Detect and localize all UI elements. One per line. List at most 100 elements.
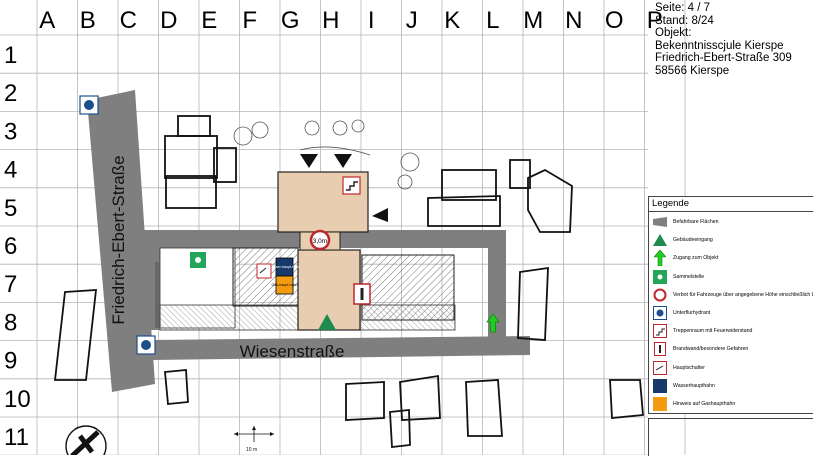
grid-column-label: G xyxy=(281,7,300,34)
grid-column-label: M xyxy=(523,7,543,34)
grid-row-label: 5 xyxy=(4,195,17,222)
access-arrow-icon xyxy=(653,250,667,267)
legend-item-label: Gebäudeeingang xyxy=(673,237,713,244)
legend-item-label: Zugang zum Objekt xyxy=(673,255,719,262)
road-wiesenstrasse xyxy=(152,336,530,360)
legend-item-label: Wasserhaupthahn xyxy=(673,382,715,389)
date-label: Stand: 8/24 xyxy=(655,14,714,27)
grid-row-label: 11 xyxy=(4,424,29,451)
page-number: Seite: 4 / 7 xyxy=(655,2,710,14)
object-street: Friedrich-Ebert-Straße 309 xyxy=(655,52,792,64)
legend-item-label: Befahrbare Flächen xyxy=(673,219,719,225)
legend-item-label: Verbot für Fahrzeuge über angegebene Höh… xyxy=(673,291,813,298)
grid-row-label: 2 xyxy=(4,80,17,107)
stairwell-icon xyxy=(342,176,361,195)
driveable-area-icon xyxy=(653,215,667,229)
legend-item: Unterflurhydrant xyxy=(653,304,813,322)
gas-valve-sign: Gas-haupt-hahn xyxy=(272,275,298,295)
grid-column-label: E xyxy=(201,7,217,34)
grid-column-label: N xyxy=(565,7,582,34)
legend-item-label: Treppenraum mit Feuerwiderstand xyxy=(673,328,753,335)
grid-column-label: P xyxy=(647,7,663,34)
entrance-arrows xyxy=(300,154,388,222)
north-arrow-icon xyxy=(65,425,107,455)
grid-row-label: 10 xyxy=(4,386,31,413)
grid-row-label: 1 xyxy=(4,42,17,69)
grid-row-label: 8 xyxy=(4,309,17,336)
height-restriction-label: 3,0m xyxy=(313,238,327,245)
grid-column-label: L xyxy=(486,7,499,34)
gas-valve-icon xyxy=(653,397,667,411)
building-entrance-icon xyxy=(318,314,336,330)
road-friedrich-ebert-strasse xyxy=(87,90,155,392)
grid-row-label: 4 xyxy=(4,157,17,184)
street-label-wiesenstrasse: Wiesenstraße xyxy=(240,342,345,361)
grid-column-label: D xyxy=(160,7,177,34)
legend-item: Hinweis auf Gashaupthahn xyxy=(653,395,813,413)
legend-footer-box xyxy=(648,418,813,456)
grid-column-label: B xyxy=(80,7,96,34)
legend-item-label: Hauptschalter xyxy=(673,364,706,371)
info-panel: Seite: 4 / 7 Stand: 8/24 Objekt: Bekennt… xyxy=(655,2,813,77)
legend-item: Gebäudeeingang xyxy=(653,231,813,249)
grid-column-label: I xyxy=(368,7,375,34)
scale-bar: 10 m xyxy=(234,426,274,453)
legend-item: Verbot für Fahrzeuge über angegebene Höh… xyxy=(653,286,813,304)
grid-row-label: 6 xyxy=(4,233,17,260)
grid-column-label: H xyxy=(322,7,339,34)
street-label-friedrich-ebert: Friedrich-Ebert-Straße xyxy=(109,155,128,324)
grid-column-label: J xyxy=(406,7,418,34)
legend-item: Hauptschalter xyxy=(653,359,813,377)
roads xyxy=(87,90,530,392)
grid-row-labels: 1 2 3 4 5 6 7 8 9 10 11 xyxy=(4,42,31,451)
outline-buildings xyxy=(53,115,644,448)
legend-item-label: Hinweis auf Gashaupthahn xyxy=(673,401,736,407)
firewall-icon xyxy=(653,342,667,357)
parking-marks xyxy=(155,262,159,328)
legend-item: Sammelstelle xyxy=(653,268,813,286)
legend-title: Legende xyxy=(649,197,813,212)
legend-item: Treppenraum mit Feuerwiderstand xyxy=(653,322,813,340)
hydrant-icon xyxy=(79,95,99,115)
assembly-point-icon xyxy=(653,269,667,284)
grid-column-label: F xyxy=(242,7,257,34)
grid-row-label: 9 xyxy=(4,348,17,375)
grid-column-label: K xyxy=(444,7,460,34)
main-switch-icon xyxy=(256,263,272,279)
legend-item-label: Brandwand/besondere Gefahren xyxy=(673,346,749,353)
object-city: 58566 Kierspe xyxy=(655,64,730,77)
water-valve-label: Wasser-haupt-hahn xyxy=(269,265,300,269)
stairwell-icon xyxy=(653,324,667,339)
legend-item-label: Sammelstelle xyxy=(673,273,705,280)
legend-item: Zugang zum Objekt xyxy=(653,249,813,267)
assembly-point-icon xyxy=(190,252,206,268)
object-name: Bekenntnisscjule Kierspe xyxy=(655,39,784,52)
road-east-drive xyxy=(488,230,506,340)
object-label: Objekt: xyxy=(655,27,692,39)
legend-item: Befahrbare Flächen xyxy=(653,213,813,231)
height-restriction-icon xyxy=(653,288,667,302)
hydrant-icon xyxy=(136,335,156,355)
grid-column-label: A xyxy=(39,7,55,34)
road-school-access xyxy=(142,230,500,330)
firewall-icon xyxy=(353,283,371,305)
legend-item: Wasserhaupthahn xyxy=(653,377,813,395)
main-switch-icon xyxy=(653,360,667,375)
grid-column-label: O xyxy=(605,7,624,34)
access-arrow-icon xyxy=(486,313,500,333)
grid-column-label: C xyxy=(120,7,137,34)
gas-valve-label: Gas-haupt-hahn xyxy=(272,283,298,287)
grid-row-label: 7 xyxy=(4,271,17,298)
scale-label: 10 m xyxy=(246,447,257,453)
height-restriction-sign: 3,0m xyxy=(309,229,331,251)
trees xyxy=(233,119,420,190)
water-valve-icon xyxy=(653,378,667,393)
hydrant-icon xyxy=(653,306,667,320)
legend-item: Brandwand/besondere Gefahren xyxy=(653,340,813,358)
legend-item-label: Unterflurhydrant xyxy=(673,310,711,316)
building-entrance-icon xyxy=(653,233,667,247)
grid-row-label: 3 xyxy=(4,118,17,145)
